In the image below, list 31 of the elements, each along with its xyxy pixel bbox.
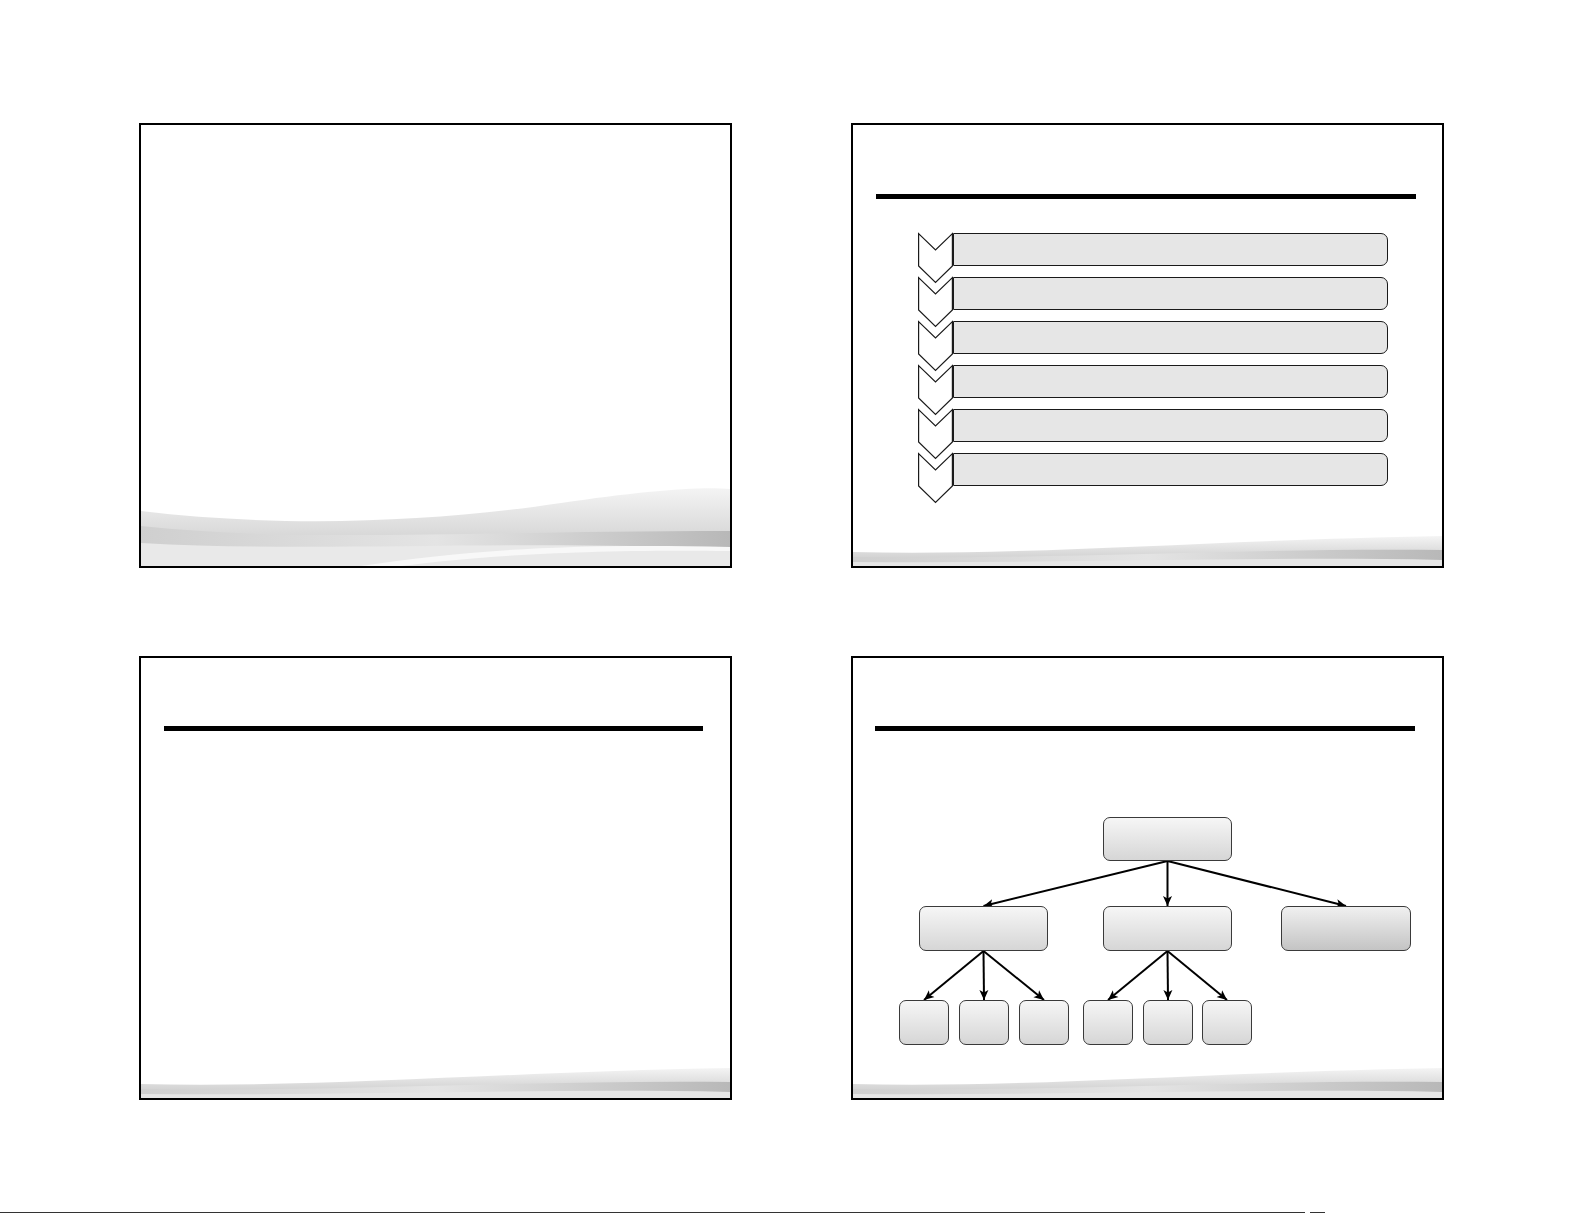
arrow — [982, 950, 1045, 1001]
rounded-bar — [953, 453, 1388, 486]
arrow — [923, 950, 985, 1001]
rounded-rectangle — [1083, 1000, 1133, 1045]
rounded-rectangle — [1143, 1000, 1193, 1045]
rounded-rectangle — [1281, 906, 1411, 951]
chevron-shape — [918, 453, 953, 503]
arrow — [982, 860, 1169, 908]
rounded-rectangle — [919, 906, 1048, 951]
rounded-bar — [953, 321, 1388, 354]
chevron-shape — [918, 321, 953, 371]
rounded-rectangle — [1019, 1000, 1069, 1045]
rounded-rectangle — [899, 1000, 949, 1045]
rounded-bar — [953, 409, 1388, 442]
chevron-shape — [918, 233, 953, 283]
arrow — [1163, 860, 1172, 907]
rounded-bar — [953, 365, 1388, 398]
rounded-bar — [953, 277, 1388, 310]
rounded-rectangle — [1103, 817, 1232, 861]
rounded-rectangle — [1202, 1000, 1252, 1045]
arrow — [1166, 860, 1347, 908]
rounded-rectangle — [1103, 906, 1232, 951]
rounded-bar — [953, 233, 1388, 266]
rounded-rectangle — [959, 1000, 1009, 1045]
arrow — [1166, 950, 1228, 1001]
arrow — [1163, 950, 1173, 1001]
chevron-shape — [918, 365, 953, 415]
arrow — [979, 950, 989, 1001]
chevron-shape — [918, 409, 953, 459]
arrow — [1107, 950, 1169, 1001]
chevron-shape — [918, 277, 953, 327]
